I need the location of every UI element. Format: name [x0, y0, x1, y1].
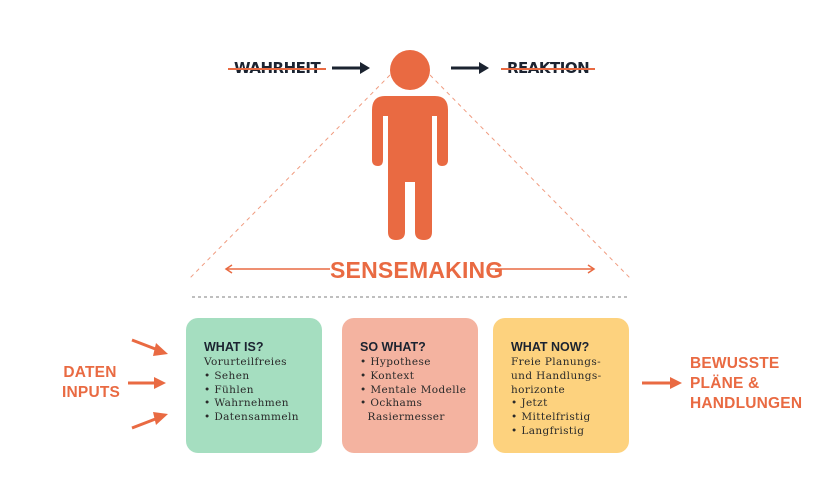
- box-line: • Hypothese: [360, 356, 431, 368]
- box-line: • Wahrnehmen: [204, 397, 289, 410]
- sensemaking-label: SENSEMAKING: [330, 257, 504, 283]
- box-title: WHAT NOW?: [511, 340, 590, 354]
- box-line: • Langfristig: [511, 424, 585, 437]
- box-line: • Ockhams: [360, 397, 423, 410]
- box-line: • Kontext: [360, 369, 415, 382]
- box-title: WHAT IS?: [204, 340, 264, 354]
- box-line: • Fühlen: [204, 383, 254, 396]
- output-line: PLÄNE &: [690, 375, 760, 392]
- sensemaking-arrows: [224, 264, 596, 274]
- box-line: Rasiermesser: [360, 411, 445, 424]
- so-what-box: SO WHAT? • Hypothese • Kontext • Mentale…: [342, 318, 478, 453]
- box-line: • Datensammeln: [204, 411, 299, 424]
- box-line: • Mittelfristig: [511, 411, 591, 424]
- reaction-label: REAKTION: [500, 59, 596, 77]
- output-line: HANDLUNGEN: [690, 395, 803, 412]
- box-line: und Handlungs-: [511, 369, 602, 382]
- output-line: BEWUSSTE: [690, 355, 780, 372]
- input-arrows-icon: [128, 338, 682, 430]
- box-line: • Sehen: [204, 369, 250, 382]
- data-inputs-label: DATEN INPUTS: [62, 363, 121, 403]
- what-is-box: WHAT IS? Vorurteilfreies • Sehen • Fühle…: [186, 318, 322, 453]
- box-line: • Jetzt: [511, 397, 548, 410]
- person-icon: [372, 50, 448, 240]
- truth-label: WAHRHEIT: [227, 59, 327, 77]
- box-line: Vorurteilfreies: [204, 356, 287, 368]
- box-line: Freie Planungs-: [511, 356, 602, 368]
- output-label: BEWUSSTE PLÄNE & HANDLUNGEN: [690, 354, 802, 414]
- what-now-box: WHAT NOW? Freie Planungs- und Handlungs-…: [493, 318, 629, 453]
- inputs-line: INPUTS: [62, 384, 121, 401]
- box-line: horizonte: [511, 383, 566, 396]
- inputs-line: DATEN: [63, 364, 117, 381]
- box-title: SO WHAT?: [360, 340, 426, 354]
- arrow-icon: [332, 62, 489, 74]
- box-line: • Mentale Modelle: [360, 383, 467, 396]
